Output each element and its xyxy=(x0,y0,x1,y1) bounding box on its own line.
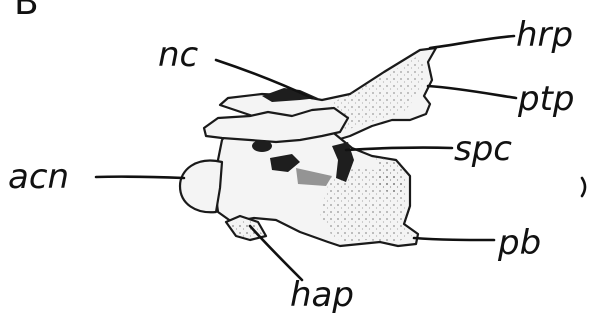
anterior-condyle-shape xyxy=(180,161,222,213)
label-acn: acn xyxy=(8,157,69,197)
leader-spc xyxy=(346,148,452,150)
leader-hrp xyxy=(430,36,514,48)
label-hrp: hrp xyxy=(516,15,573,55)
leader-hap xyxy=(250,226,302,280)
foramen-left xyxy=(252,140,272,152)
leader-acn xyxy=(96,177,184,178)
panel-label: B xyxy=(14,0,39,23)
label-ptp: ptp xyxy=(517,79,575,119)
label-nc: nc xyxy=(158,35,199,75)
label-spc: spc xyxy=(454,129,512,169)
leader-nc xyxy=(216,60,312,98)
stray-mark xyxy=(582,178,585,196)
leader-ptp xyxy=(428,86,516,98)
label-pb: pb xyxy=(497,223,541,263)
label-hap: hap xyxy=(290,275,354,315)
leader-pb xyxy=(414,238,494,240)
